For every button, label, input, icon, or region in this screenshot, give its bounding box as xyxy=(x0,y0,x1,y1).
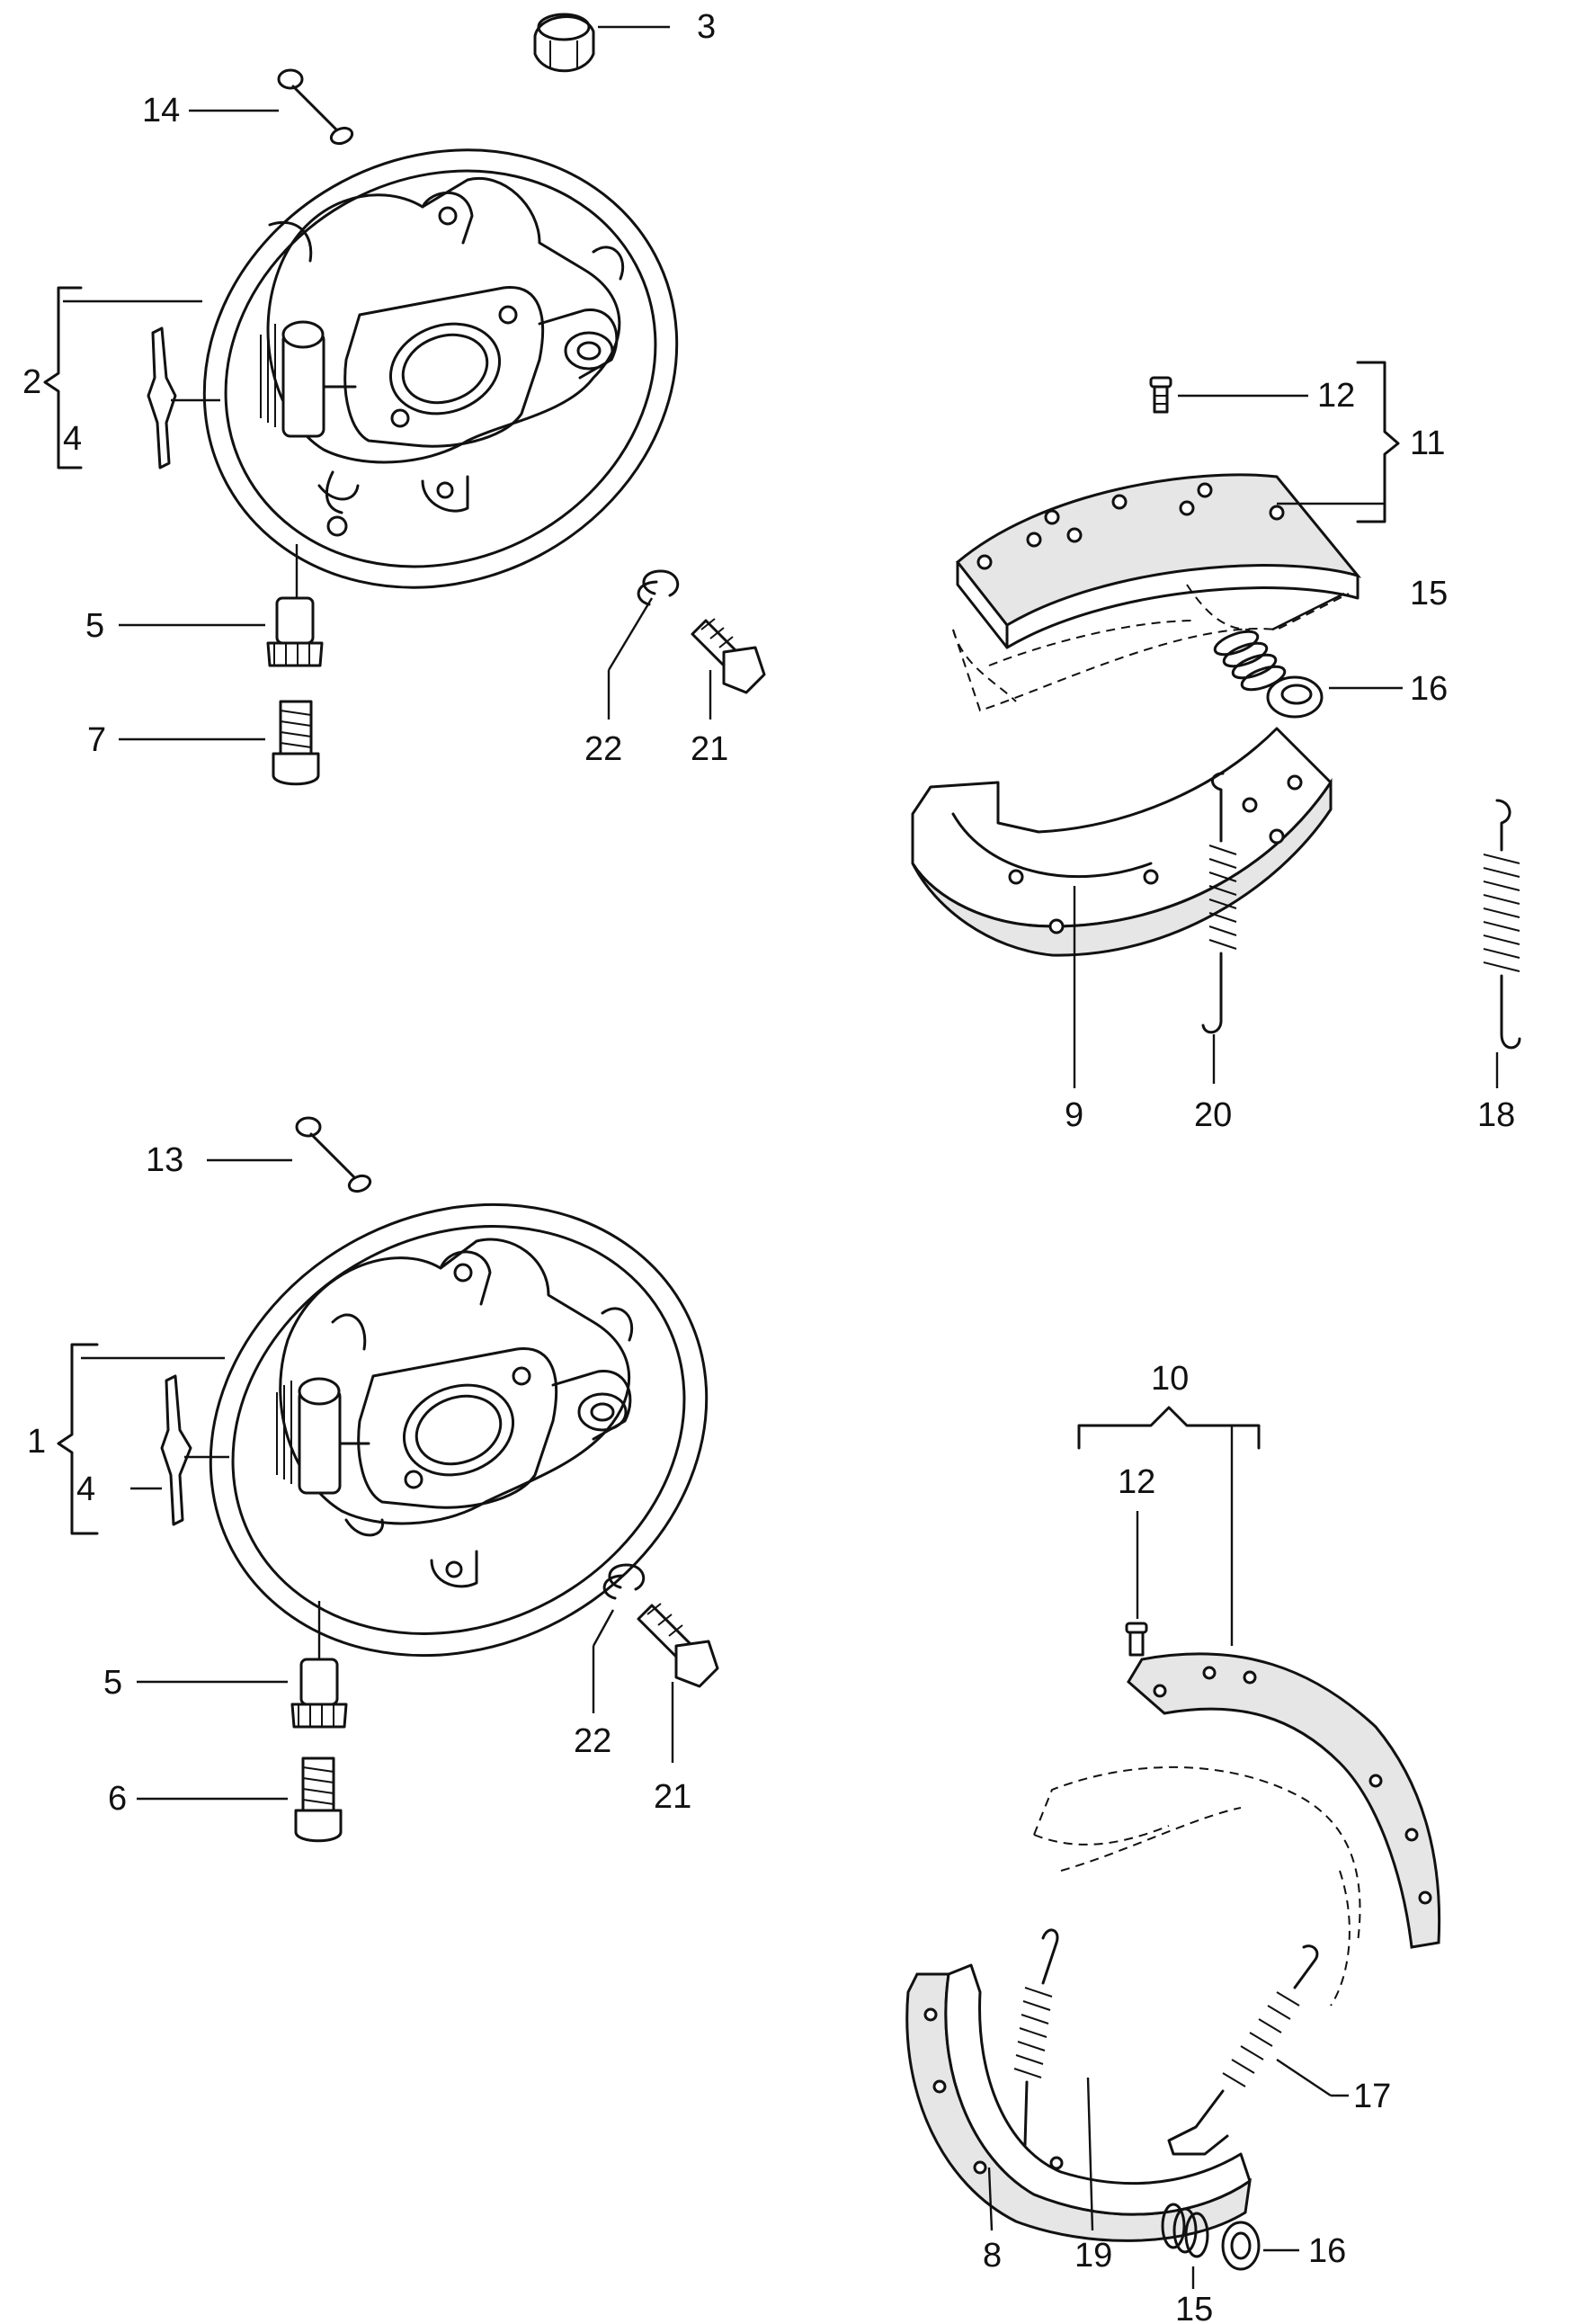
cup-16-upper xyxy=(1266,675,1324,719)
brake-shoe-9 xyxy=(911,727,1333,957)
label-11: 11 xyxy=(1410,425,1445,462)
label-10: 10 xyxy=(1151,1360,1189,1398)
hidden-shoe-outline xyxy=(952,584,1350,712)
return-spring-19 xyxy=(1013,1928,1059,2147)
label-4-lower: 4 xyxy=(76,1470,95,1508)
adjuster-nut-lower xyxy=(290,1601,348,1729)
adjuster-nut-upper xyxy=(266,544,324,667)
return-spring-17 xyxy=(1167,1944,1319,2156)
spring-15-lower xyxy=(1161,2203,1209,2258)
brake-shoe-8 xyxy=(905,1963,1252,2242)
label-16-lower: 16 xyxy=(1308,2232,1346,2270)
label-16-upper: 16 xyxy=(1410,670,1448,708)
label-18: 18 xyxy=(1477,1096,1515,1134)
cup-16-lower xyxy=(1221,2221,1261,2271)
label-4-upper: 4 xyxy=(63,420,82,458)
label-3: 3 xyxy=(697,8,716,46)
adjusting-screw-6 xyxy=(294,1756,343,1843)
bracket-11 xyxy=(1277,361,1400,523)
bolt-upper xyxy=(691,618,766,694)
label-5-upper: 5 xyxy=(85,607,104,645)
label-12-upper: 12 xyxy=(1317,377,1355,415)
label-17: 17 xyxy=(1353,2078,1391,2115)
label-21-upper: 21 xyxy=(691,730,728,768)
hidden-shoe-lower xyxy=(1033,1765,1361,2007)
label-5-lower: 5 xyxy=(103,1664,122,1702)
label-8: 8 xyxy=(983,2237,1002,2275)
rivet-12-upper xyxy=(1149,376,1172,414)
label-22-upper: 22 xyxy=(584,730,622,768)
lining-set-11 xyxy=(955,473,1362,649)
label-2: 2 xyxy=(22,363,41,401)
cap-3 xyxy=(533,13,595,73)
return-spring-18 xyxy=(1483,799,1521,1050)
hold-down-pin-13 xyxy=(295,1116,372,1193)
backing-plate-upper xyxy=(202,148,679,589)
label-9: 9 xyxy=(1065,1096,1083,1134)
label-1: 1 xyxy=(27,1423,46,1461)
hold-down-pin-14 xyxy=(277,68,354,146)
label-22-lower: 22 xyxy=(574,1722,611,1760)
label-15-lower: 15 xyxy=(1175,2291,1213,2324)
spring-clip-lower xyxy=(160,1374,229,1526)
rivet-12-lower xyxy=(1125,1511,1148,1657)
leader-lines xyxy=(119,25,1499,2289)
lock-washer-lower xyxy=(602,1563,646,1600)
label-21-lower: 21 xyxy=(654,1778,691,1816)
bracket-10 xyxy=(1077,1406,1261,1646)
label-13: 13 xyxy=(146,1141,183,1179)
label-15-upper: 15 xyxy=(1410,575,1448,612)
label-14: 14 xyxy=(142,92,180,130)
backing-plate-lower xyxy=(209,1202,709,1658)
bolt-lower xyxy=(637,1603,719,1688)
label-12-lower: 12 xyxy=(1118,1463,1155,1501)
spring-15-upper xyxy=(1213,630,1287,692)
bracket-1 xyxy=(57,1343,225,1535)
label-7: 7 xyxy=(87,721,106,759)
label-19: 19 xyxy=(1074,2237,1112,2275)
spring-clip-upper xyxy=(147,326,220,469)
bracket-2 xyxy=(43,286,202,469)
label-20: 20 xyxy=(1194,1096,1232,1134)
lock-washer-upper xyxy=(637,569,680,606)
return-spring-20 xyxy=(1201,772,1237,1034)
part-labels: 3 14 2 4 5 7 22 21 12 11 15 16 9 20 18 1… xyxy=(22,8,1515,2324)
lining-set-10 xyxy=(1127,1652,1441,1949)
adjusting-screw-7 xyxy=(272,700,320,786)
label-6: 6 xyxy=(108,1780,127,1818)
